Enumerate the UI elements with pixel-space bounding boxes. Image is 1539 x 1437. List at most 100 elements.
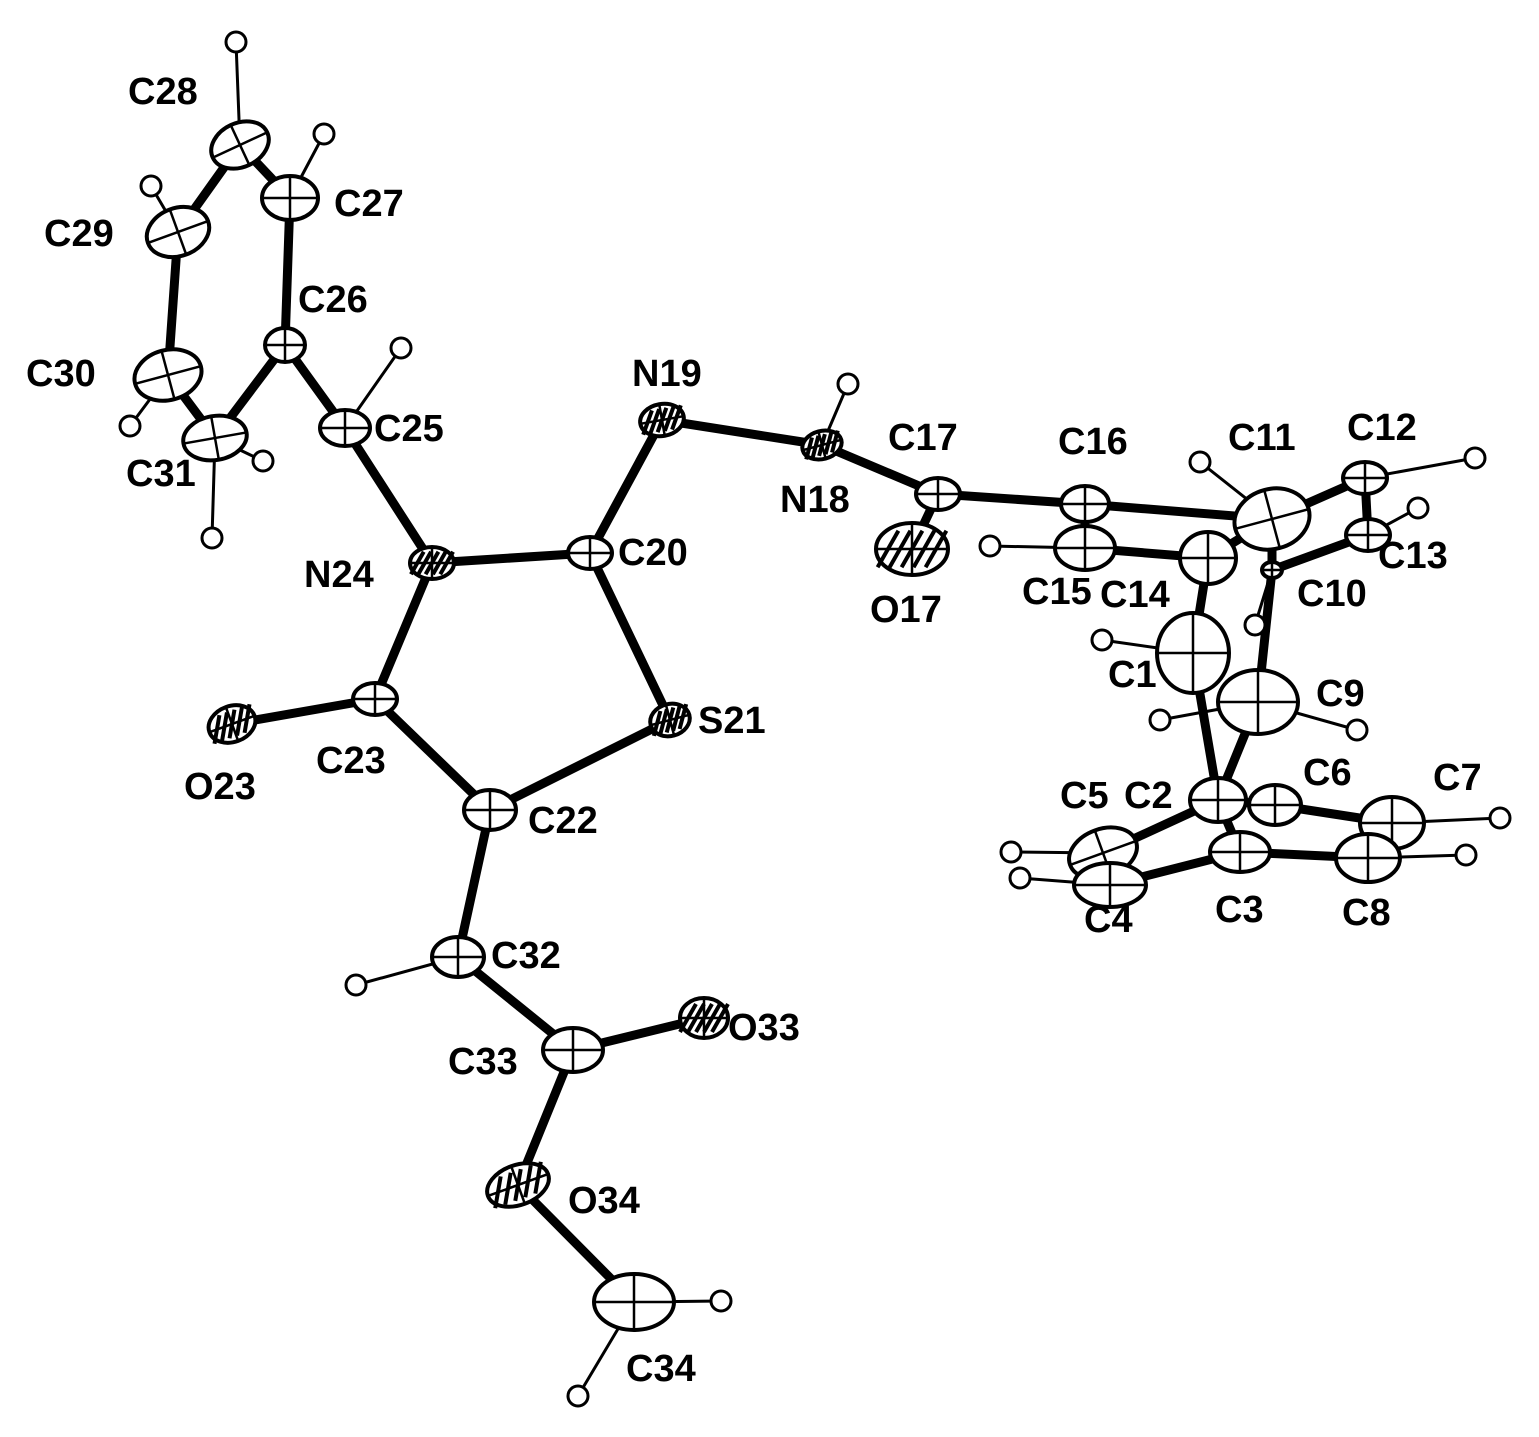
- hetero-hatch-n18: [810, 435, 821, 459]
- atom-axis-minor-c31: [209, 416, 221, 460]
- hetero-hatch-n24: [438, 550, 455, 576]
- atom-label-c6: C6: [1303, 752, 1352, 794]
- atom-s21: [648, 701, 692, 739]
- hydrogen-atom-c15-8: [978, 534, 1002, 558]
- hydrogen-atom-c10-13: [1243, 613, 1267, 637]
- hydrogen-atom-c31-5: [200, 526, 224, 550]
- hydrogen-atom-c34-22: [566, 1384, 590, 1408]
- atom-label-c23: C23: [316, 740, 386, 782]
- hydrogen-atom-c5-16: [999, 840, 1023, 864]
- hetero-hatch-n19: [655, 407, 669, 433]
- atom-label-c30: C30: [26, 353, 96, 395]
- atom-label-c4: C4: [1084, 899, 1133, 941]
- atom-label-c10: C10: [1297, 573, 1367, 615]
- bond-n24-c20: [427, 548, 595, 568]
- atom-c14: [1178, 530, 1238, 586]
- atom-c8: [1334, 832, 1402, 884]
- hetero-hatch-o34: [493, 1176, 503, 1209]
- atom-c28: [209, 119, 271, 171]
- hetero-hatch-s21: [658, 708, 669, 735]
- atom-label-c3: C3: [1215, 889, 1264, 931]
- hetero-hatch-o23: [235, 706, 244, 736]
- atom-axis-minor-c29: [168, 209, 188, 255]
- atom-label-s21: S21: [698, 700, 766, 742]
- atom-c26: [263, 326, 307, 364]
- hydrogen-atom-c8-19: [1454, 843, 1478, 867]
- atom-label-n18: N18: [780, 479, 850, 521]
- atom-label-o34: O34: [568, 1180, 640, 1222]
- atom-label-c33: C33: [448, 1041, 518, 1083]
- atom-label-c8: C8: [1342, 892, 1391, 934]
- atom-c23: [351, 681, 399, 717]
- atom-o33: [678, 996, 730, 1040]
- hetero-hatch-o23: [220, 712, 229, 742]
- bond-c20-n19: [585, 415, 667, 558]
- bond-c20-s21: [585, 548, 675, 725]
- atom-label-c5: C5: [1060, 775, 1109, 817]
- hetero-hatch-n19: [648, 408, 662, 435]
- atom-o17: [874, 521, 950, 577]
- hydrogen-layer: [118, 30, 1512, 1408]
- bond-c23-c22: [370, 694, 495, 815]
- atom-c29: [144, 204, 212, 260]
- hetero-hatch-n24: [416, 550, 433, 576]
- hydrogen-atom-c28-0: [224, 30, 248, 54]
- hydrogen-atom-c12-10: [1463, 446, 1487, 470]
- atom-c13: [1344, 517, 1392, 553]
- atom-label-c20: C20: [618, 532, 688, 574]
- atom-label-o33: O33: [728, 1007, 800, 1049]
- atom-label-c11: C11: [1228, 417, 1296, 459]
- atom-axis-minor-c28: [229, 124, 251, 166]
- bond-n19-n18: [657, 415, 827, 450]
- atom-label-n24: N24: [304, 554, 374, 596]
- hetero-hatch-o17: [875, 529, 901, 569]
- hetero-hatch-o34: [503, 1172, 513, 1205]
- hetero-hatch-n24: [409, 550, 426, 576]
- hydrogen-atom-c9-15: [1345, 718, 1369, 742]
- hetero-hatch-o17: [899, 529, 925, 569]
- hydrogen-atom-c34-21: [709, 1289, 733, 1313]
- atom-c12: [1341, 460, 1389, 496]
- atom-label-c9: C9: [1316, 673, 1365, 715]
- hydrogen-atom-c9-14: [1148, 708, 1172, 732]
- hetero-hatch-n18: [823, 431, 834, 455]
- hetero-hatch-n18: [830, 430, 840, 453]
- atom-c2: [1188, 776, 1248, 824]
- hydrogen-atom-c32-20: [344, 973, 368, 997]
- atom-c33: [541, 1026, 605, 1074]
- bond-c25-n24: [340, 423, 437, 568]
- hydrogen-atom-c30-4: [118, 414, 142, 438]
- atom-label-o17: O17: [870, 589, 942, 631]
- atom-c1: [1155, 611, 1231, 695]
- hydrogen-atom-c7-18: [1488, 806, 1512, 830]
- atom-label-c28: C28: [128, 71, 198, 113]
- atom-c17: [914, 476, 962, 512]
- hetero-hatch-n18: [817, 433, 827, 457]
- atom-c3: [1208, 830, 1272, 874]
- atom-label-c17: C17: [888, 417, 958, 459]
- atom-label-o23: O23: [184, 766, 256, 808]
- atom-c31: [181, 413, 249, 463]
- hetero-hatch-o34: [513, 1168, 523, 1202]
- hetero-hatch-n19: [662, 405, 676, 432]
- atom-c32: [430, 935, 486, 979]
- hetero-hatch-o17: [911, 529, 937, 569]
- atom-label-c7: C7: [1433, 757, 1482, 799]
- atom-label-c25: C25: [374, 408, 444, 450]
- hetero-hatch-o34: [523, 1165, 533, 1198]
- hetero-hatch-o34: [533, 1161, 543, 1194]
- hetero-hatch-n19: [670, 404, 683, 431]
- hetero-hatch-o23: [212, 714, 222, 745]
- atom-label-c1: C1: [1108, 654, 1157, 696]
- atom-o34: [485, 1161, 551, 1209]
- bond-n24-c23: [370, 558, 437, 704]
- hydrogen-atom-c11-9: [1188, 450, 1212, 474]
- atom-c30: [132, 347, 204, 403]
- atom-n18: [800, 428, 844, 462]
- atom-c22: [462, 788, 518, 832]
- atom-o23: [206, 703, 258, 745]
- atom-label-c15: C15: [1022, 571, 1092, 613]
- hydrogen-atom-c27-1: [312, 122, 336, 146]
- hetero-hatch-s21: [651, 710, 663, 737]
